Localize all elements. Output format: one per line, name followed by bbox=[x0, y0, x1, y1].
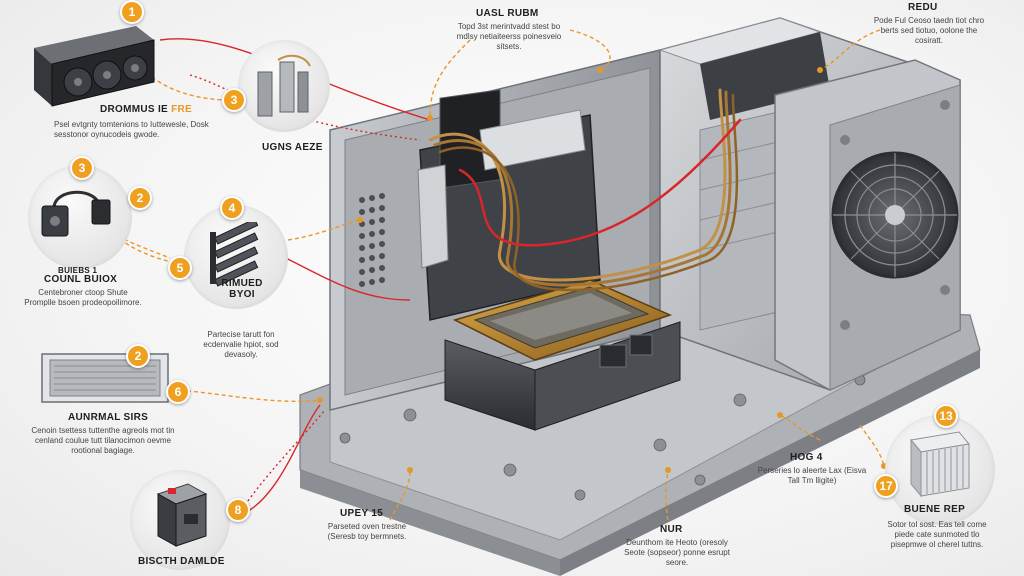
badge-6: 6 bbox=[166, 380, 190, 404]
badge-17: 17 bbox=[874, 474, 898, 498]
title-text: DROMMUS IE bbox=[100, 104, 168, 115]
label-buene-title: BUENE REP bbox=[904, 504, 966, 515]
graphics-card-icon bbox=[34, 26, 155, 107]
power-supply-unit bbox=[774, 59, 961, 391]
label-power-brick-title: BISCTH DAMLDE bbox=[138, 556, 225, 567]
label-nur-title: NUR bbox=[660, 524, 683, 535]
label-graphics-card-desc: Psel evtgnty tomtenions to Iuttewesle, D… bbox=[54, 120, 209, 139]
label-redu-desc: Pode Ful Ceoso taedn tiot chro berts sed… bbox=[873, 16, 985, 45]
label-ram-bracket-title: UGNS AEZE bbox=[262, 142, 323, 153]
badge-2b: 2 bbox=[126, 344, 150, 368]
label-upey-title: UPEY 15 bbox=[340, 508, 384, 519]
label-redu-title: REDU bbox=[908, 2, 938, 13]
label-rimued-desc: Partecise tarutt fon ecdenvalie hpiot, s… bbox=[203, 330, 279, 359]
radiator-icon bbox=[910, 431, 970, 498]
cooler-pump-icon bbox=[41, 190, 111, 237]
badge-1: 1 bbox=[120, 0, 144, 24]
label-upey-desc: Parseted oven trestne (Seresb toy bermne… bbox=[327, 522, 407, 541]
power-brick-icon bbox=[156, 483, 208, 547]
base-screws bbox=[339, 374, 866, 501]
label-aunrmal-title: AUNRMAL SIRS bbox=[68, 412, 149, 423]
label-hog-title: HOG 4 bbox=[790, 452, 823, 463]
label-cooler-desc: Centebroner ctoop Shute Promplle bsoen p… bbox=[24, 288, 142, 307]
label-nur-desc: Deunthom ite Heoto (oresoly Seote (sopse… bbox=[624, 538, 730, 567]
internal-cables bbox=[428, 88, 742, 292]
label-rimued-title: RIMUED BYOI bbox=[221, 278, 263, 300]
badge-2: 2 bbox=[128, 186, 152, 210]
label-graphics-card-title: DROMMUS IE FRE bbox=[100, 104, 192, 115]
badge-3b: 3 bbox=[70, 156, 94, 180]
label-uasl-desc: Topd 3st merintvadd stest bo mdlsy netia… bbox=[456, 22, 562, 51]
title-highlight: FRE bbox=[171, 104, 192, 115]
leader-dots bbox=[317, 67, 887, 473]
ram-bracket-icon bbox=[257, 54, 311, 117]
badge-5: 5 bbox=[168, 256, 192, 280]
motherboard-board-icon bbox=[41, 353, 169, 403]
label-uasl-title: UASL RUBM bbox=[476, 8, 539, 19]
label-buiebs-title: BUIEBS 1 bbox=[58, 266, 98, 275]
label-cooler-title: COUNL BUIOX bbox=[44, 274, 118, 285]
vent-perforations bbox=[359, 193, 385, 287]
motherboard-assembly bbox=[417, 89, 681, 431]
badge-13: 13 bbox=[934, 404, 958, 428]
label-aunrmal-desc: Cenoin tsettess tuttenthe agreols mot ti… bbox=[31, 426, 175, 455]
badge-8: 8 bbox=[226, 498, 250, 522]
label-hog-desc: Perseries lo aleerte Lax (Eisva Tall Tm … bbox=[757, 466, 867, 485]
label-buene-desc: Sotor tol sost. Eas tell come piede cate… bbox=[887, 520, 987, 549]
badge-4: 4 bbox=[220, 196, 244, 220]
psu-fan-icon bbox=[831, 151, 959, 279]
badge-3: 3 bbox=[222, 88, 246, 112]
ram-sticks-icon bbox=[210, 222, 259, 287]
